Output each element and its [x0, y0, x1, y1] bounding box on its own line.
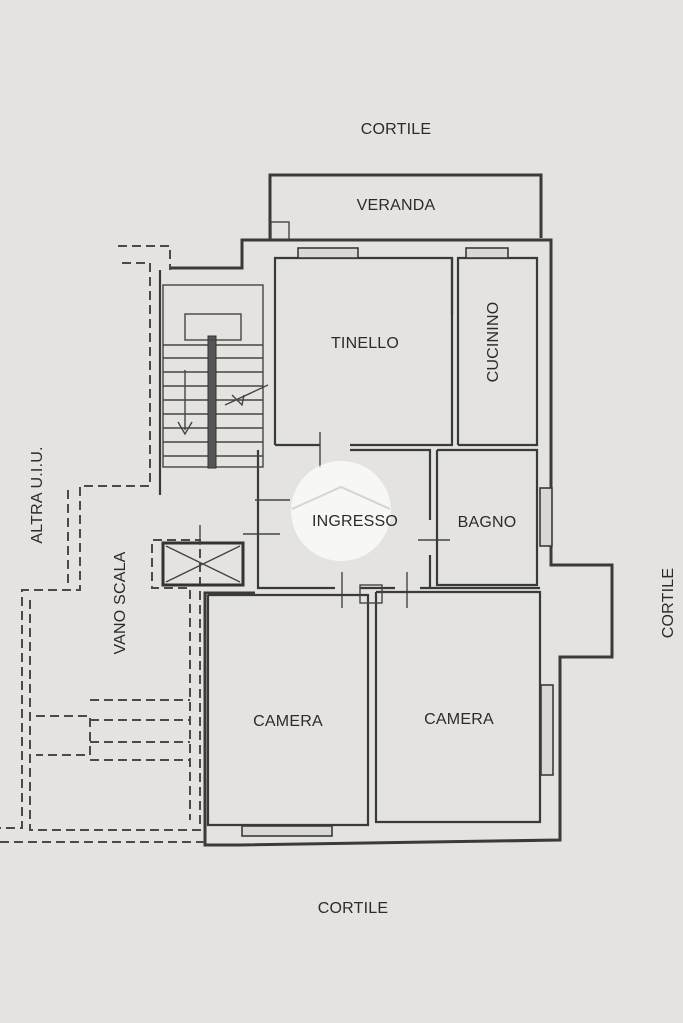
bagno-label: BAGNO — [458, 514, 517, 531]
stair-flight — [162, 284, 269, 469]
room-camera-right — [359, 584, 554, 824]
elevator-shaft — [161, 525, 245, 587]
apartment-outer-walls — [158, 238, 614, 847]
vano-scala-label: VANO SCALA — [112, 551, 129, 654]
veranda-label: VERANDA — [357, 197, 436, 214]
tinello-label: TINELLO — [331, 335, 399, 352]
room-cucinino — [450, 247, 539, 447]
cortile-top-label: CORTILE — [361, 121, 431, 138]
cortile-bottom-label: CORTILE — [318, 900, 388, 917]
room-ingresso — [243, 432, 540, 608]
ingresso-label: INGRESSO — [312, 513, 398, 530]
cortile-right-label: CORTILE — [660, 568, 677, 638]
watermark-logo — [291, 461, 391, 561]
altra-uiu-label: ALTRA U.I.U. — [29, 446, 46, 543]
room-bagno — [435, 448, 553, 587]
camera-right-label: CAMERA — [424, 711, 494, 728]
cucinino-label: CUCININO — [485, 302, 502, 383]
stairwell-dashed — [0, 245, 205, 843]
camera-left-label: CAMERA — [253, 713, 323, 730]
room-camera-left — [206, 593, 370, 837]
